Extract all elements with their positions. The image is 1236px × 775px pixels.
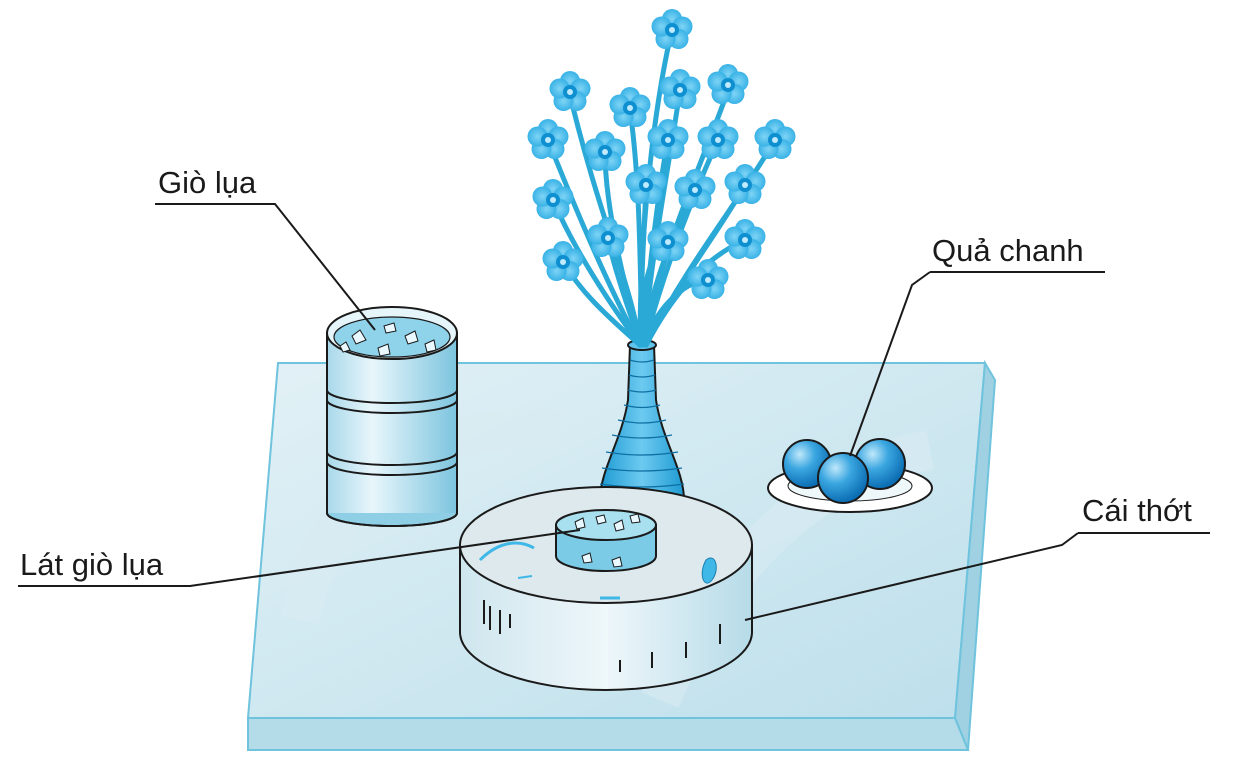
flower-icon [724,219,766,259]
lemon-icon [817,452,869,504]
label-lat-gio-lua: Lát giò lụa [20,547,164,582]
flower-icon [549,71,591,111]
flower-icon [659,69,701,109]
label-cai-thot: Cái thớt [1082,493,1192,528]
gio-lua-slice [555,509,657,572]
flowers [527,9,796,299]
flower-icon [724,164,766,204]
flower-icon [707,64,749,104]
flower-icon [609,87,651,127]
flower-icon [754,119,796,159]
gio-lua-roll [326,306,458,527]
leader-lines [18,203,1210,621]
label-qua-chanh: Quả chanh [932,233,1084,268]
flower-icon [587,217,629,257]
flower-icon [674,169,716,209]
flower-icon [527,119,569,159]
flower-icon [651,9,693,49]
label-gio-lua: Giò lụa [158,165,257,200]
flower-icon [584,131,626,171]
flower-icon [697,119,739,159]
lemon-plate [767,438,933,513]
